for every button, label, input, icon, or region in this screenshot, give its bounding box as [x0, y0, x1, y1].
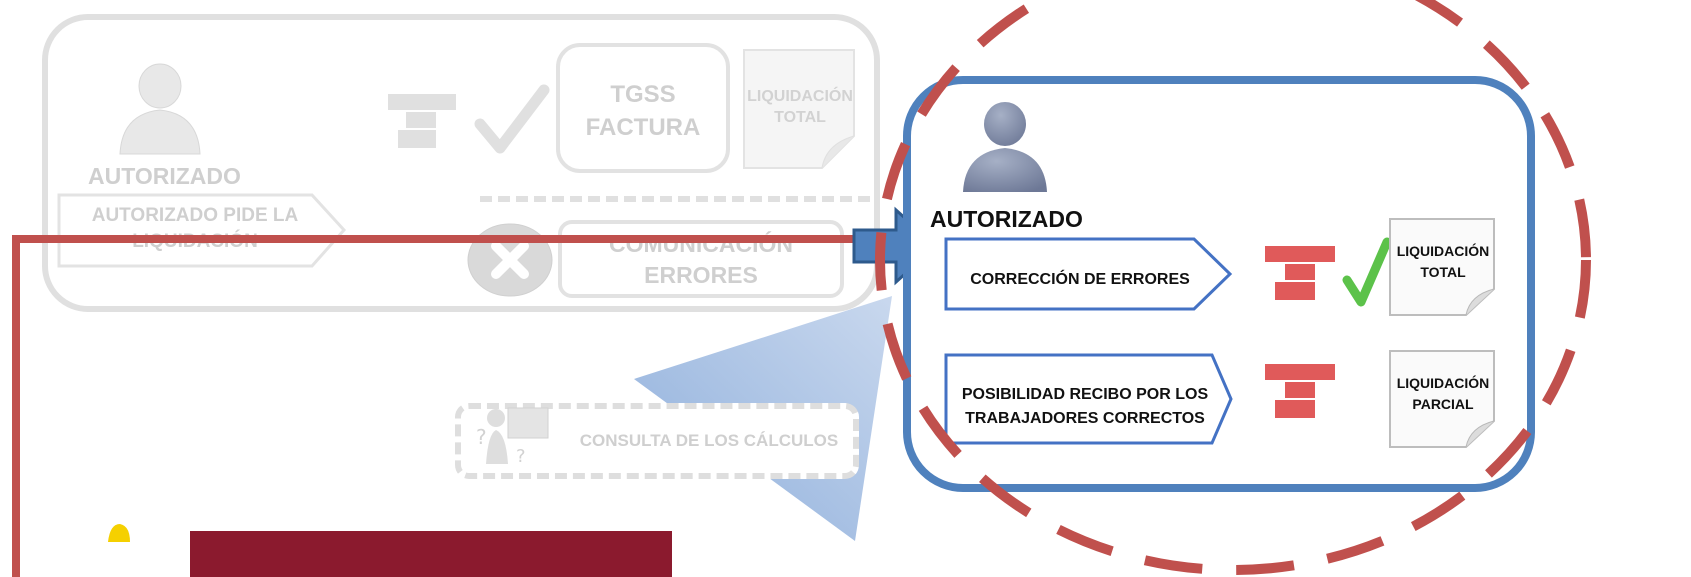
actor-label-faded: AUTORIZADO [88, 163, 241, 189]
person-icon [963, 102, 1047, 192]
consult-label: CONSULTA DE LOS CÁLCULOS [579, 431, 839, 450]
person-icon [119, 63, 201, 155]
background-panel [42, 14, 880, 312]
stack-icon [1265, 246, 1335, 300]
tgss-box [556, 43, 730, 173]
check-icon [474, 84, 550, 154]
correction-label: CORRECCIÓN DE ERRORES [970, 271, 1190, 288]
check-icon [1342, 237, 1392, 307]
request-pentagon [57, 193, 347, 268]
actor-label: AUTORIZADO [930, 206, 1083, 232]
footer-bar [190, 531, 672, 577]
document-icon [1389, 218, 1495, 316]
correction-pentagon [944, 237, 1233, 311]
partial-option-pentagon [944, 353, 1233, 445]
stack-icon [1265, 364, 1335, 418]
svg-text:?: ? [516, 446, 526, 467]
document-icon [1389, 350, 1495, 448]
connector-line-horizontal [12, 235, 858, 243]
calculator-icon: ? ? [476, 407, 549, 467]
tgss-label: TGSS FACTURA [585, 81, 701, 141]
doc-total-label: LIQUIDACIÓN TOTAL [1396, 243, 1490, 280]
document-icon [743, 49, 855, 169]
separator-line [480, 196, 870, 202]
stack-icon [388, 94, 456, 148]
errors-box [558, 220, 844, 298]
lightbulb-icon [108, 524, 130, 542]
doc-total-label-faded: LIQUIDACIÓN TOTAL [747, 88, 853, 126]
partial-option-label: POSIBILIDAD RECIBO POR LOS TRABAJADORES … [961, 386, 1209, 427]
connector-line-vertical [12, 235, 20, 577]
doc-partial-label: LIQUIDACIÓN PARCIAL [1396, 375, 1490, 412]
svg-text:?: ? [476, 425, 487, 449]
